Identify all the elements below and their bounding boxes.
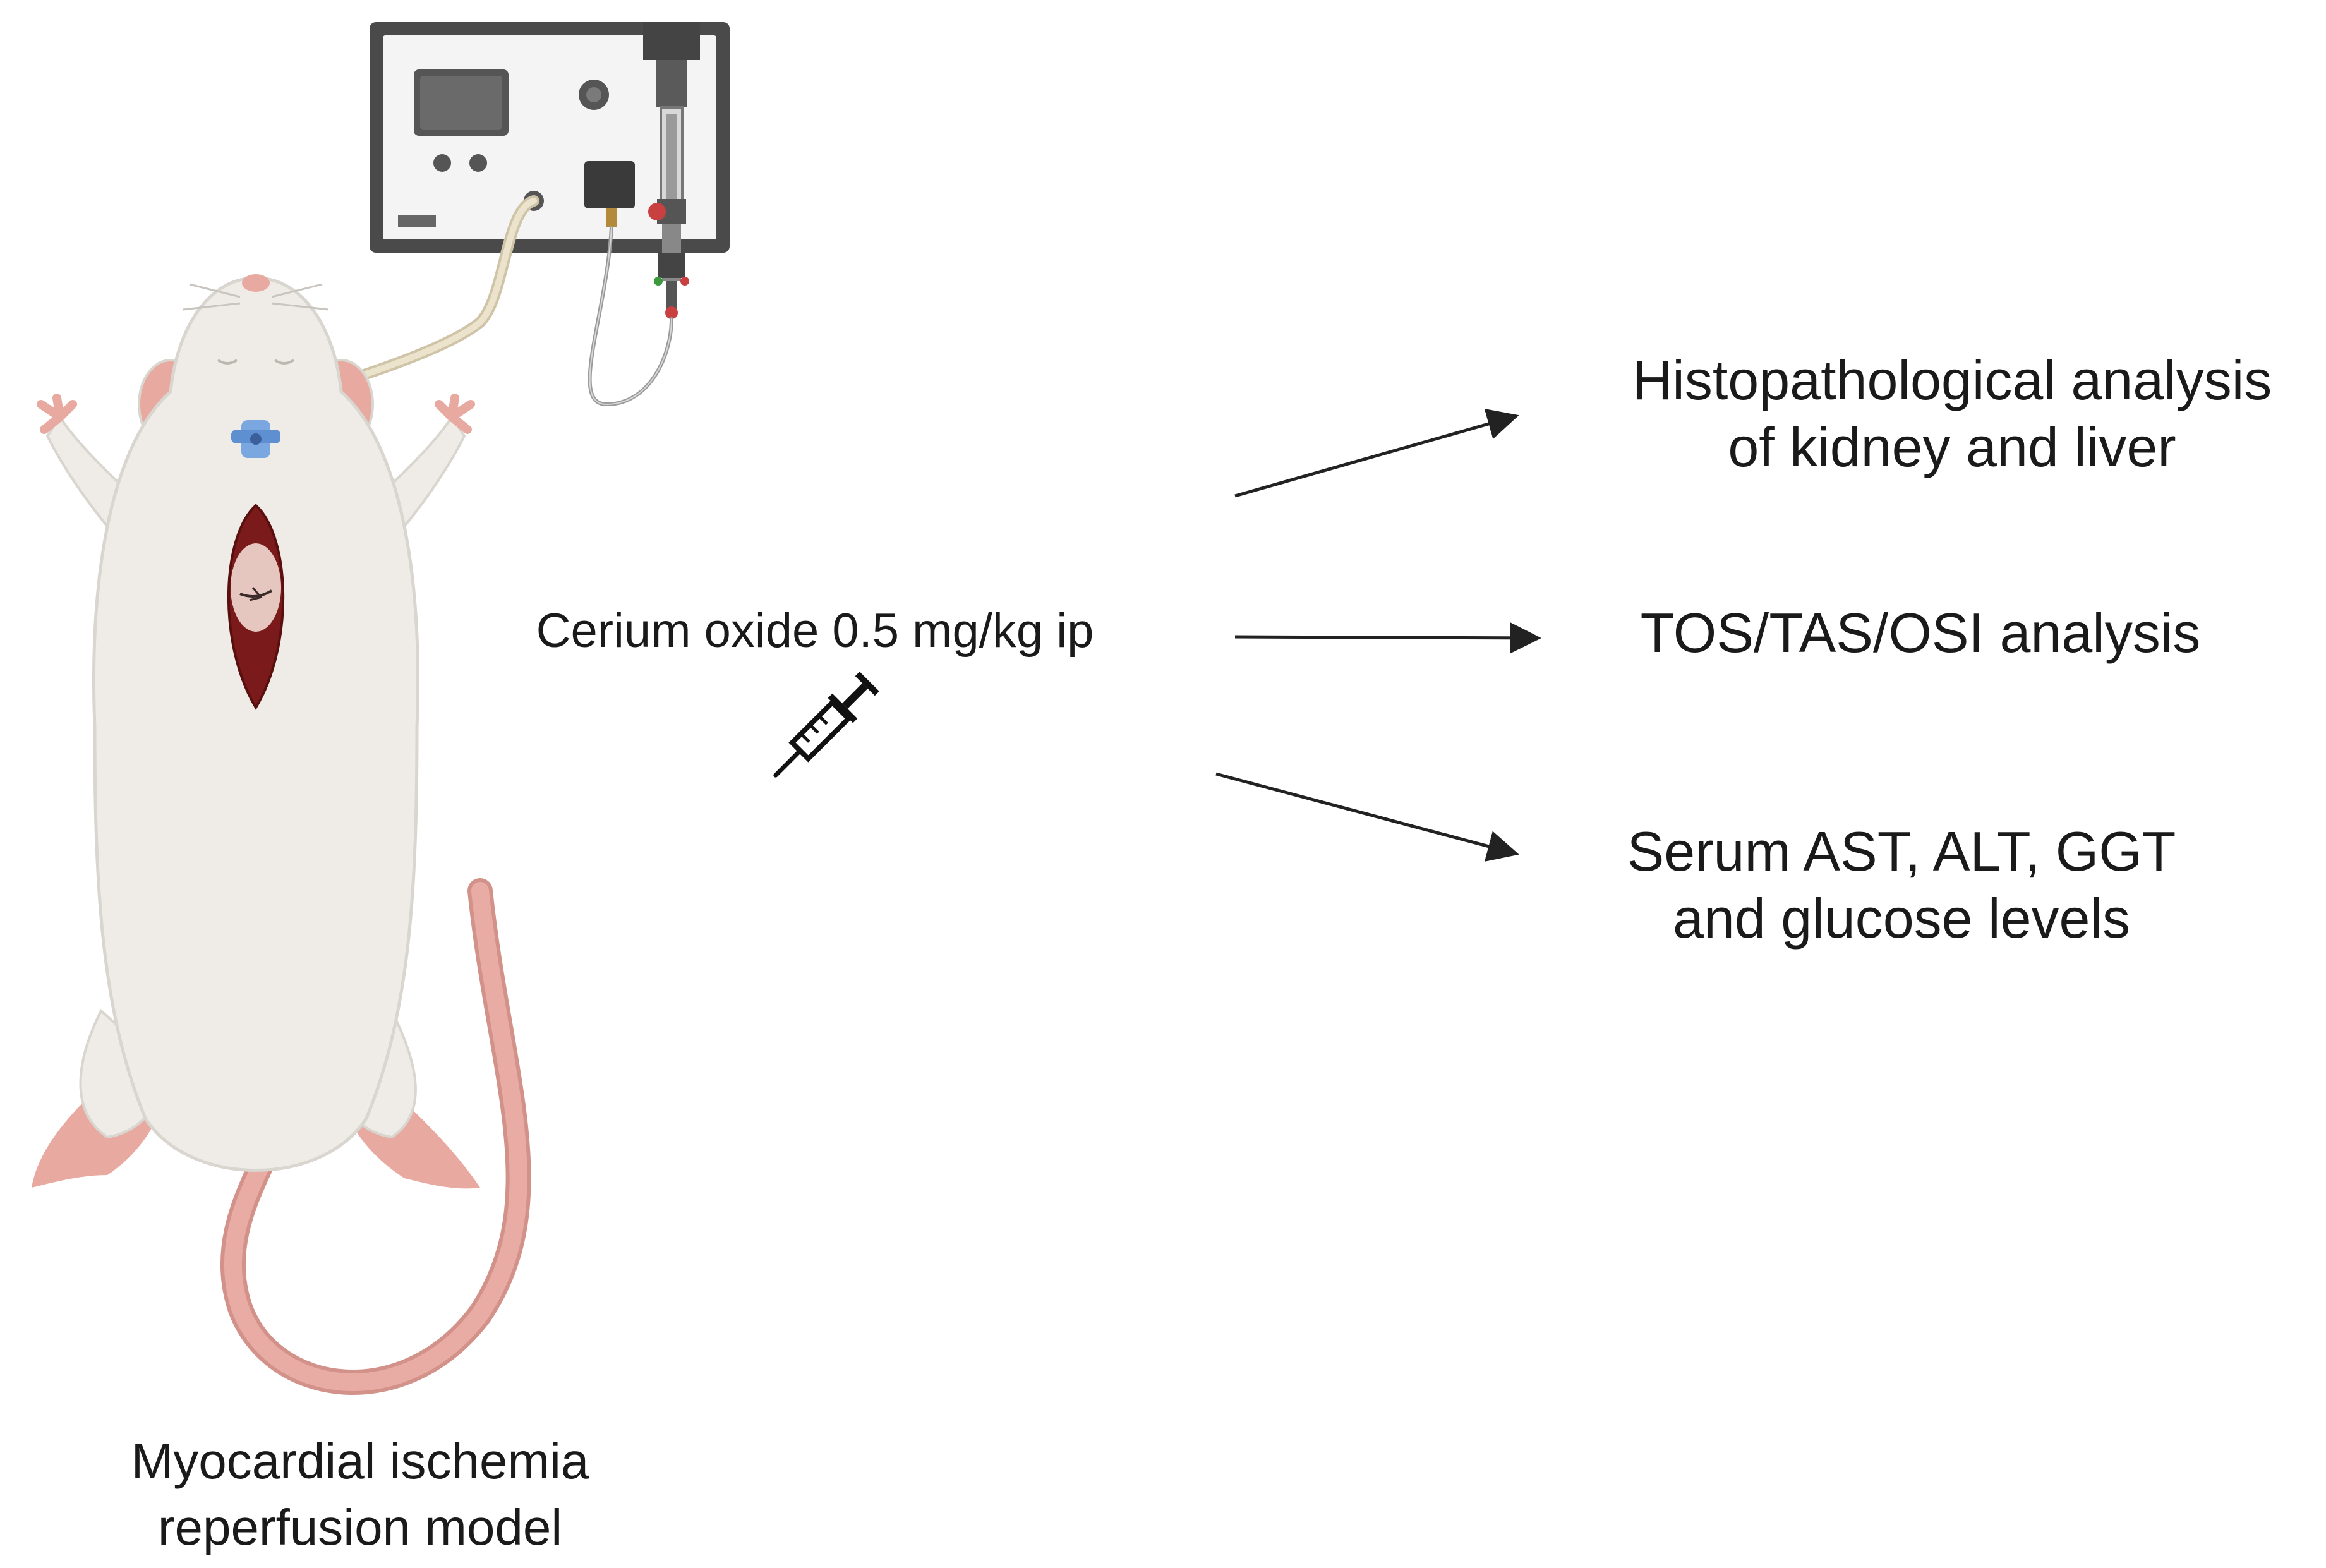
tracheal-cannula [231, 420, 280, 458]
outcome-line: of kidney and liver [1728, 416, 2176, 478]
outcome-line: Serum AST, ALT, GGT [1627, 820, 2176, 883]
outcome-histopathology: Histopathological analysis of kidney and… [1632, 349, 2272, 478]
model-label-line: Myocardial ischemia [131, 1433, 589, 1489]
model-label-line: reperfusion model [158, 1499, 562, 1555]
outcome-serum-markers: Serum AST, ALT, GGT and glucose levels [1627, 820, 2176, 950]
outcome-line: TOS/TAS/OSI analysis [1641, 601, 2201, 664]
open-chest-heart [227, 504, 285, 710]
arrow-to-oxidative-stress [1234, 622, 1541, 654]
arrow-icon [1215, 408, 1541, 862]
arrow-to-histopathology [1234, 408, 1519, 498]
ventilator-icon [370, 22, 730, 319]
rat-icon [32, 274, 531, 1395]
model-label: Myocardial ischemia reperfusion model [131, 1433, 589, 1555]
syringe-icon [773, 672, 879, 778]
arrow-to-serum-markers [1215, 772, 1519, 862]
outcome-line: and glucose levels [1673, 887, 2130, 950]
outcome-line: Histopathological analysis [1632, 349, 2272, 411]
treatment-label: Cerium oxide 0.5 mg/kg ip [536, 604, 1094, 658]
outcome-oxidative-stress: TOS/TAS/OSI analysis [1641, 601, 2201, 664]
